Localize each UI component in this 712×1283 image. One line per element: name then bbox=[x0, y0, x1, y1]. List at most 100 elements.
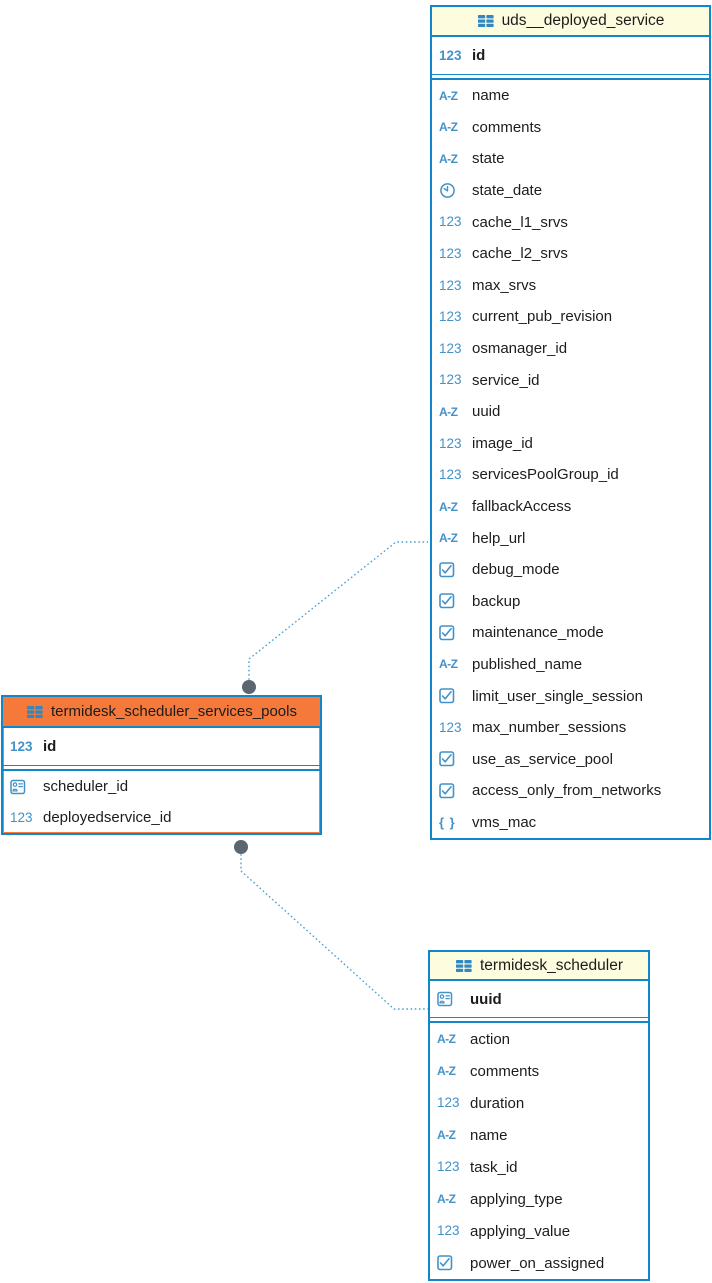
column-name: deployedservice_id bbox=[43, 809, 172, 826]
pk-column-name: id bbox=[43, 738, 57, 755]
column-name: cache_l1_srvs bbox=[472, 213, 568, 231]
table-title: termidesk_scheduler bbox=[479, 956, 623, 974]
column-row[interactable]: 123 max_srvs bbox=[432, 270, 709, 302]
text-icon: A-Z bbox=[439, 499, 458, 514]
pk-column-name: id bbox=[472, 47, 486, 64]
column-row[interactable]: 123 deployedservice_id bbox=[3, 802, 320, 833]
integer-icon: 123 bbox=[439, 435, 462, 451]
column-name: max_srvs bbox=[472, 276, 537, 294]
table-title: uds__deployed_service bbox=[501, 12, 665, 29]
integer-icon: 123 bbox=[439, 719, 462, 735]
column-row[interactable]: 123 servicesPoolGroup_id bbox=[432, 459, 709, 491]
column-row[interactable]: 123 task_id bbox=[430, 1151, 648, 1183]
column-name: applying_type bbox=[470, 1190, 563, 1208]
table-termidesk-scheduler-services-pools[interactable]: termidesk_scheduler_services_pools 123 i… bbox=[1, 695, 322, 835]
column-row[interactable]: backup bbox=[432, 586, 709, 618]
relationship-line-pools-to-uds[interactable] bbox=[248, 541, 428, 684]
table-uds-deployed-service[interactable]: uds__deployed_service 123 id A-Z name A-… bbox=[430, 5, 711, 841]
relationship-line-pools-to-scheduler[interactable] bbox=[240, 850, 428, 1010]
integer-icon: 123 bbox=[10, 738, 33, 754]
column-name: access_only_from_networks bbox=[472, 782, 662, 800]
column-row[interactable]: access_only_from_networks bbox=[432, 775, 709, 807]
column-row[interactable]: 123 id bbox=[3, 728, 320, 765]
column-row[interactable]: 123 applying_value bbox=[430, 1215, 648, 1247]
table-header[interactable]: uds__deployed_service bbox=[432, 7, 709, 37]
column-row[interactable]: power_on_assigned bbox=[430, 1247, 648, 1279]
datetime-icon bbox=[439, 182, 465, 199]
connector-dot-top bbox=[242, 680, 256, 694]
column-name: help_url bbox=[472, 529, 526, 547]
column-row[interactable]: state_date bbox=[432, 175, 709, 207]
column-row[interactable]: 123 image_id bbox=[432, 428, 709, 460]
boolean-icon bbox=[439, 751, 465, 767]
column-row[interactable]: debug_mode bbox=[432, 554, 709, 586]
column-row[interactable]: A-Z published_name bbox=[432, 649, 709, 681]
column-row[interactable]: 123 service_id bbox=[432, 364, 709, 396]
column-name: debug_mode bbox=[472, 561, 560, 579]
column-row[interactable]: 123 duration bbox=[430, 1087, 648, 1119]
table-header[interactable]: termidesk_scheduler_services_pools bbox=[3, 697, 320, 728]
column-row[interactable]: 123 osmanager_id bbox=[432, 333, 709, 365]
column-row[interactable]: 123 max_number_sessions bbox=[432, 712, 709, 744]
boolean-icon bbox=[439, 688, 465, 704]
columns-section: scheduler_id 123 deployedservice_id bbox=[3, 769, 320, 833]
integer-icon: 123 bbox=[439, 309, 462, 325]
column-row[interactable]: A-Z uuid bbox=[432, 396, 709, 428]
column-row[interactable]: A-Z state bbox=[432, 143, 709, 175]
column-row[interactable]: A-Z action bbox=[430, 1023, 648, 1055]
column-name: uuid bbox=[472, 403, 501, 421]
column-name: image_id bbox=[472, 434, 533, 452]
integer-icon: 123 bbox=[439, 372, 462, 388]
column-row[interactable]: 123 id bbox=[432, 37, 709, 74]
column-row[interactable]: uuid bbox=[430, 981, 648, 1017]
column-name: limit_user_single_session bbox=[472, 687, 643, 705]
pk-section: 123 id bbox=[3, 728, 320, 766]
column-row[interactable]: 123 current_pub_revision bbox=[432, 301, 709, 333]
column-name: cache_l2_srvs bbox=[472, 245, 568, 263]
column-row[interactable]: maintenance_mode bbox=[432, 617, 709, 649]
column-row[interactable]: A-Z name bbox=[432, 80, 709, 112]
column-row[interactable]: scheduler_id bbox=[3, 771, 320, 802]
column-row[interactable]: limit_user_single_session bbox=[432, 680, 709, 712]
boolean-icon bbox=[439, 783, 465, 799]
table-icon bbox=[477, 14, 495, 28]
integer-icon: 123 bbox=[439, 246, 462, 262]
table-header[interactable]: termidesk_scheduler bbox=[430, 952, 648, 981]
column-row[interactable]: { } vms_mac bbox=[432, 807, 709, 839]
text-icon: A-Z bbox=[437, 1032, 456, 1046]
column-row[interactable]: A-Z fallbackAccess bbox=[432, 491, 709, 523]
column-name: backup bbox=[472, 592, 521, 610]
column-name: action bbox=[470, 1030, 511, 1048]
column-name: max_number_sessions bbox=[472, 719, 627, 737]
id-card-icon bbox=[437, 991, 463, 1007]
boolean-icon bbox=[439, 625, 465, 641]
text-icon: A-Z bbox=[439, 531, 458, 546]
column-name: fallbackAccess bbox=[472, 498, 572, 516]
integer-icon: 123 bbox=[439, 214, 462, 230]
columns-section: A-Z name A-Z comments A-Z state state_da… bbox=[432, 78, 709, 838]
integer-icon: 123 bbox=[437, 1223, 460, 1239]
column-row[interactable]: 123 cache_l2_srvs bbox=[432, 238, 709, 270]
integer-icon: 123 bbox=[437, 1159, 460, 1175]
column-row[interactable]: A-Z applying_type bbox=[430, 1183, 648, 1215]
table-title: termidesk_scheduler_services_pools bbox=[51, 703, 297, 720]
text-icon: A-Z bbox=[439, 404, 458, 419]
column-row[interactable]: use_as_service_pool bbox=[432, 743, 709, 775]
id-card-icon bbox=[10, 779, 36, 795]
column-row[interactable]: 123 cache_l1_srvs bbox=[432, 206, 709, 238]
column-row[interactable]: A-Z help_url bbox=[432, 522, 709, 554]
integer-icon: 123 bbox=[439, 467, 462, 483]
column-row[interactable]: A-Z name bbox=[430, 1119, 648, 1151]
text-icon: A-Z bbox=[439, 88, 458, 103]
column-name: state bbox=[472, 150, 505, 168]
column-name: published_name bbox=[472, 655, 583, 673]
column-row[interactable]: A-Z comments bbox=[430, 1055, 648, 1087]
columns-section: A-Z action A-Z comments 123 duration A-Z… bbox=[430, 1021, 648, 1279]
column-name: osmanager_id bbox=[472, 340, 568, 358]
column-row[interactable]: A-Z comments bbox=[432, 112, 709, 144]
column-name: duration bbox=[470, 1094, 525, 1112]
table-termidesk-scheduler[interactable]: termidesk_scheduler uuid A-Z action A-Z … bbox=[428, 950, 650, 1281]
connector-dot-bottom bbox=[234, 840, 248, 854]
integer-icon: 123 bbox=[437, 1095, 460, 1111]
